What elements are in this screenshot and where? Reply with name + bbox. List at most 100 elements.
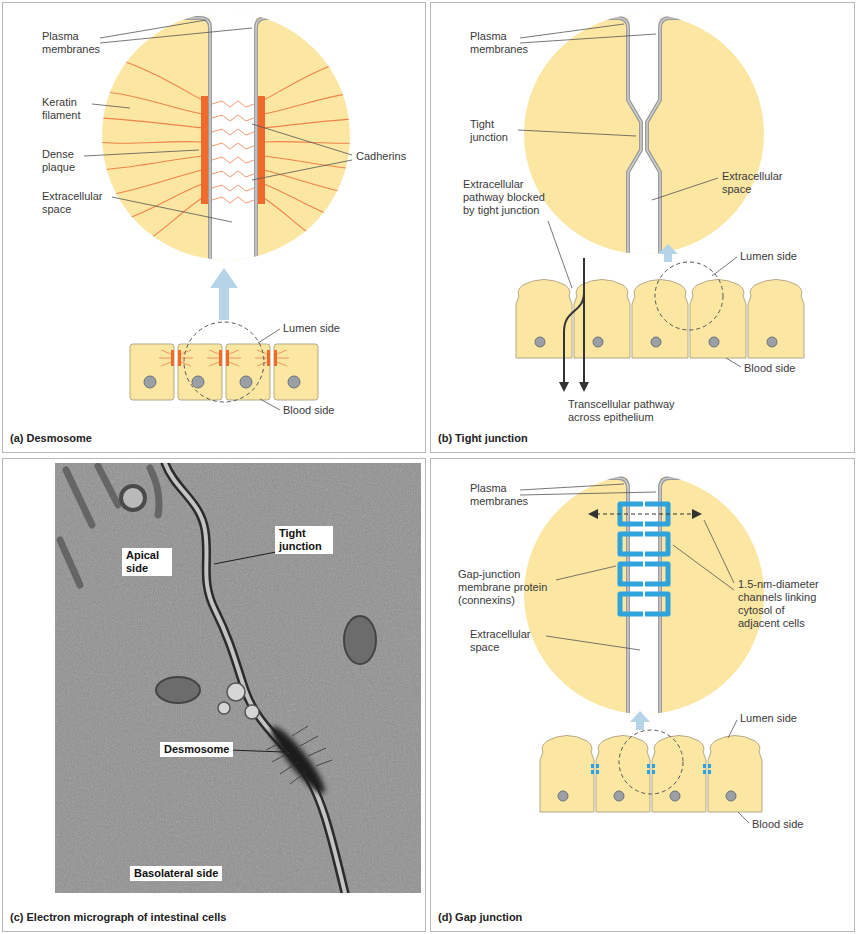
tight-junction-zoom (510, 0, 780, 270)
keratin-filament (207, 350, 241, 366)
gap-junction-mark (591, 764, 711, 774)
zoom-circle (619, 730, 683, 794)
callout-label: Extracellular space (470, 628, 545, 654)
callout-label: Blood side (283, 404, 334, 417)
plasma-membrane (510, 18, 780, 270)
micrograph-label: Apical side (122, 548, 172, 576)
microvilli (150, 468, 159, 515)
leader-line (112, 197, 232, 222)
nucleus (535, 337, 545, 347)
nucleus (767, 337, 777, 347)
desmosome-zoom (90, 0, 370, 270)
epithelial-cells (708, 736, 762, 813)
pathway-arrow (583, 258, 585, 384)
panel-caption: (d) Gap junction (438, 911, 522, 924)
cadherin (212, 101, 254, 203)
tight-junction-zoom (628, 0, 660, 270)
cadherin (212, 171, 254, 177)
keratin-filament (96, 142, 202, 144)
keratin-filament (159, 350, 289, 366)
callout-label: Blood side (752, 818, 803, 831)
plasma-membrane (90, 18, 210, 270)
epithelial-cells (632, 280, 688, 359)
cell-membrane (165, 463, 345, 893)
leader-line (84, 150, 199, 156)
nucleus (614, 791, 624, 801)
keratin-filament (100, 118, 202, 128)
electron-micrograph (55, 463, 421, 893)
gap-junction-mark (596, 764, 599, 768)
connexin (645, 534, 668, 554)
figure-panel: (c) Electron micrograph of intestinal ce… (2, 458, 426, 932)
gap-junction-mark (591, 764, 594, 768)
desmosome-fibres (266, 742, 306, 784)
vesicle (227, 683, 245, 701)
leader-line (228, 750, 284, 752)
cadherin (212, 197, 254, 203)
connexin (620, 594, 643, 614)
epithelial-cells (748, 280, 804, 359)
callout-label: Gap-junction membrane protein (connexins… (458, 568, 553, 607)
leader-line (704, 520, 734, 583)
keratin-filament (264, 156, 368, 170)
desmosome-mark (226, 350, 229, 366)
keratin-filament (264, 118, 366, 128)
leader-line (520, 24, 624, 38)
keratin-filament (264, 142, 370, 144)
leader-line (556, 566, 616, 580)
keratin-filament (264, 92, 361, 114)
keratin-filament (264, 184, 348, 222)
gap-junction-mark (703, 764, 706, 768)
nucleus (651, 337, 661, 347)
callout-label: Dense plaque (42, 148, 87, 174)
nucleus (558, 791, 736, 801)
keratin-filament (138, 198, 202, 246)
desmosome-mark (219, 350, 222, 366)
callout-label: Lumen side (740, 250, 797, 263)
leader-line (260, 399, 280, 410)
leader-line (712, 257, 737, 276)
leader-line (738, 812, 749, 823)
callout-label: Plasma membranes (470, 30, 532, 56)
epithelial-cells (690, 280, 746, 359)
keratin-filament (118, 184, 202, 222)
desmosome-fibres (292, 726, 332, 766)
leader-line (518, 130, 636, 136)
leader-line (546, 636, 640, 650)
keratin-filament (264, 170, 362, 196)
desmosome-mark (171, 350, 174, 366)
epithelial-cells (288, 376, 300, 388)
epithelial-cells (130, 344, 318, 400)
callout-label: Tight junction (470, 118, 525, 144)
leader-line (100, 28, 252, 43)
connexin (620, 504, 668, 614)
plasma-membrane (510, 18, 641, 270)
callout-label: Extracellular space (42, 190, 117, 216)
zoom-circle (184, 322, 264, 402)
keratin-filament (104, 170, 202, 196)
nucleus (709, 337, 719, 347)
plasma-membrane (510, 18, 641, 270)
nucleus (726, 791, 736, 801)
plasma-membrane (647, 18, 780, 270)
callout-label: 1.5-nm-diameter channels linking cytosol… (738, 578, 826, 630)
desmosome-density (265, 721, 331, 798)
plasma-membrane (256, 18, 370, 270)
epithelial-cells (540, 736, 594, 813)
gap-junction-mark (596, 770, 599, 774)
nucleus (558, 791, 568, 801)
leader-line (520, 484, 749, 823)
mitochondrion (344, 616, 376, 664)
callout-label: Transcellular pathway across epithelium (568, 398, 688, 424)
callout-label: Lumen side (283, 322, 340, 335)
cadherin (212, 143, 254, 149)
callout-label: Lumen side (740, 712, 797, 725)
epithelial-cells (240, 376, 252, 388)
gap-junction-mark (591, 770, 594, 774)
desmosome-fibres (266, 726, 332, 784)
microvilli (60, 540, 80, 585)
cell-membrane (165, 463, 345, 893)
panel-caption: (a) Desmosome (10, 432, 92, 445)
arrowhead (579, 382, 589, 392)
panel-caption: (b) Tight junction (438, 432, 528, 445)
